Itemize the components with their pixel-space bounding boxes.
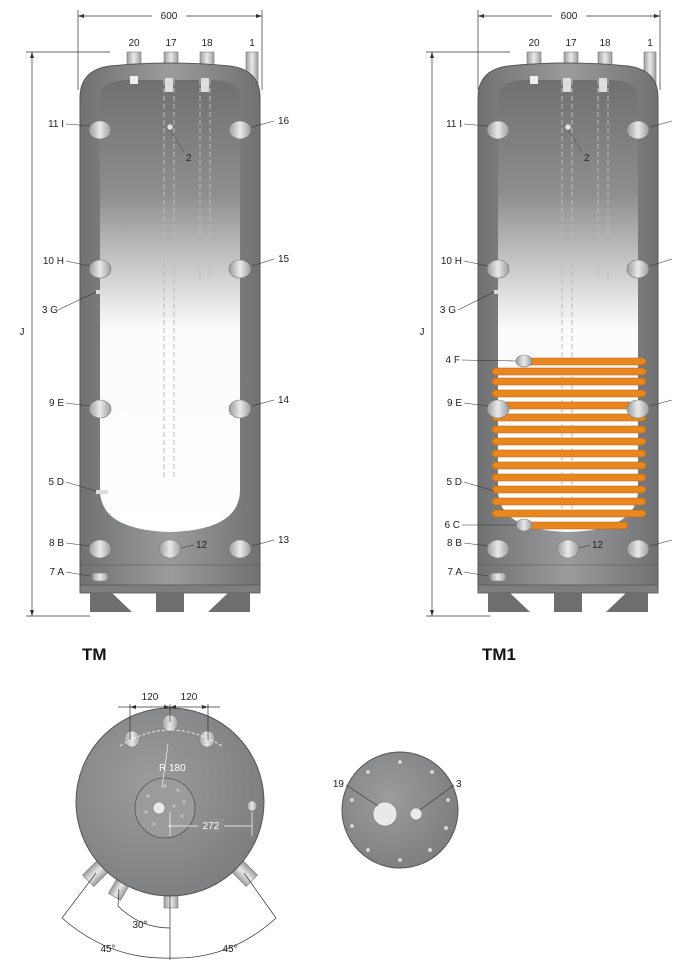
port-15-label: 15 <box>278 254 290 265</box>
tank-tm1: 600 J 20 17 18 1 2 <box>420 8 673 664</box>
tm1-port-11i-label: 11 I <box>446 119 462 130</box>
height-dimension-label: J <box>20 327 25 338</box>
port-13-label: 13 <box>278 535 290 546</box>
tm1-port-7a-label: 7 A <box>448 567 463 578</box>
flange-view: 19 3 <box>333 751 462 869</box>
flange-19-label: 19 <box>333 779 345 790</box>
tm1-port-3g-label: 3 G <box>440 305 456 316</box>
tm1-port-18-label: 18 <box>599 38 611 49</box>
port-7a-label: 7 A <box>50 567 65 578</box>
port-9e-label: 9 E <box>49 398 64 409</box>
tm1-port-10h-label: 10 H <box>441 256 462 267</box>
tm1-left-port-stubs <box>486 120 650 582</box>
port-3g-label: 3 G <box>42 305 58 316</box>
tm1-port-12-label: 12 <box>592 540 604 551</box>
angle-45-right-label: 45° <box>222 944 237 955</box>
port-16-label: 16 <box>278 116 290 127</box>
tm1-width-dimension-label: 600 <box>561 11 578 22</box>
tm1-port-20-label: 20 <box>528 38 540 49</box>
port-10h-label: 10 H <box>43 256 64 267</box>
port-17-label: 17 <box>165 38 177 49</box>
port-8b-label: 8 B <box>49 538 64 549</box>
offset-272-label: 272 <box>203 821 220 832</box>
tm1-port-6c-label: 6 C <box>444 520 460 531</box>
tm1-port-4f-label: 4 F <box>446 355 460 366</box>
port-11i-label: 11 I <box>48 119 64 130</box>
port-5d-label: 5 D <box>48 477 64 488</box>
tank-tm: 600 J 20 17 18 1 <box>20 8 290 664</box>
tm1-port-1-label: 1 <box>647 38 653 49</box>
port-1-label: 1 <box>249 38 255 49</box>
tm1-port-8b-label: 8 B <box>447 538 462 549</box>
port-20-label: 20 <box>128 38 140 49</box>
sensor-2-label: 2 <box>186 153 192 164</box>
left-port-stubs <box>88 120 112 582</box>
port-12-label: 12 <box>196 540 208 551</box>
tm1-port-17-label: 17 <box>565 38 577 49</box>
port-18-label: 18 <box>201 38 213 49</box>
tm1-title: TM1 <box>482 645 516 664</box>
plan-view: R 180 120 120 272 30° 45° 45° <box>61 692 277 960</box>
angle-45-left-label: 45° <box>100 944 115 955</box>
tm1-port-5d-label: 5 D <box>446 477 462 488</box>
flange-3-label: 3 <box>456 779 462 790</box>
port-14-label: 14 <box>278 395 290 406</box>
tm1-sensor-2-label: 2 <box>584 153 590 164</box>
width-dimension-label: 600 <box>161 11 178 22</box>
radius-label: R 180 <box>159 763 186 774</box>
spacing-120-left-label: 120 <box>142 692 159 703</box>
spacing-120-right-label: 120 <box>181 692 198 703</box>
tm1-port-9e-label: 9 E <box>447 398 462 409</box>
heat-exchanger-coil <box>491 357 647 530</box>
right-port-stubs <box>158 120 252 559</box>
angle-30-label: 30° <box>132 920 147 931</box>
tm1-height-dimension-label: J <box>420 327 425 338</box>
tm-title: TM <box>82 645 107 664</box>
